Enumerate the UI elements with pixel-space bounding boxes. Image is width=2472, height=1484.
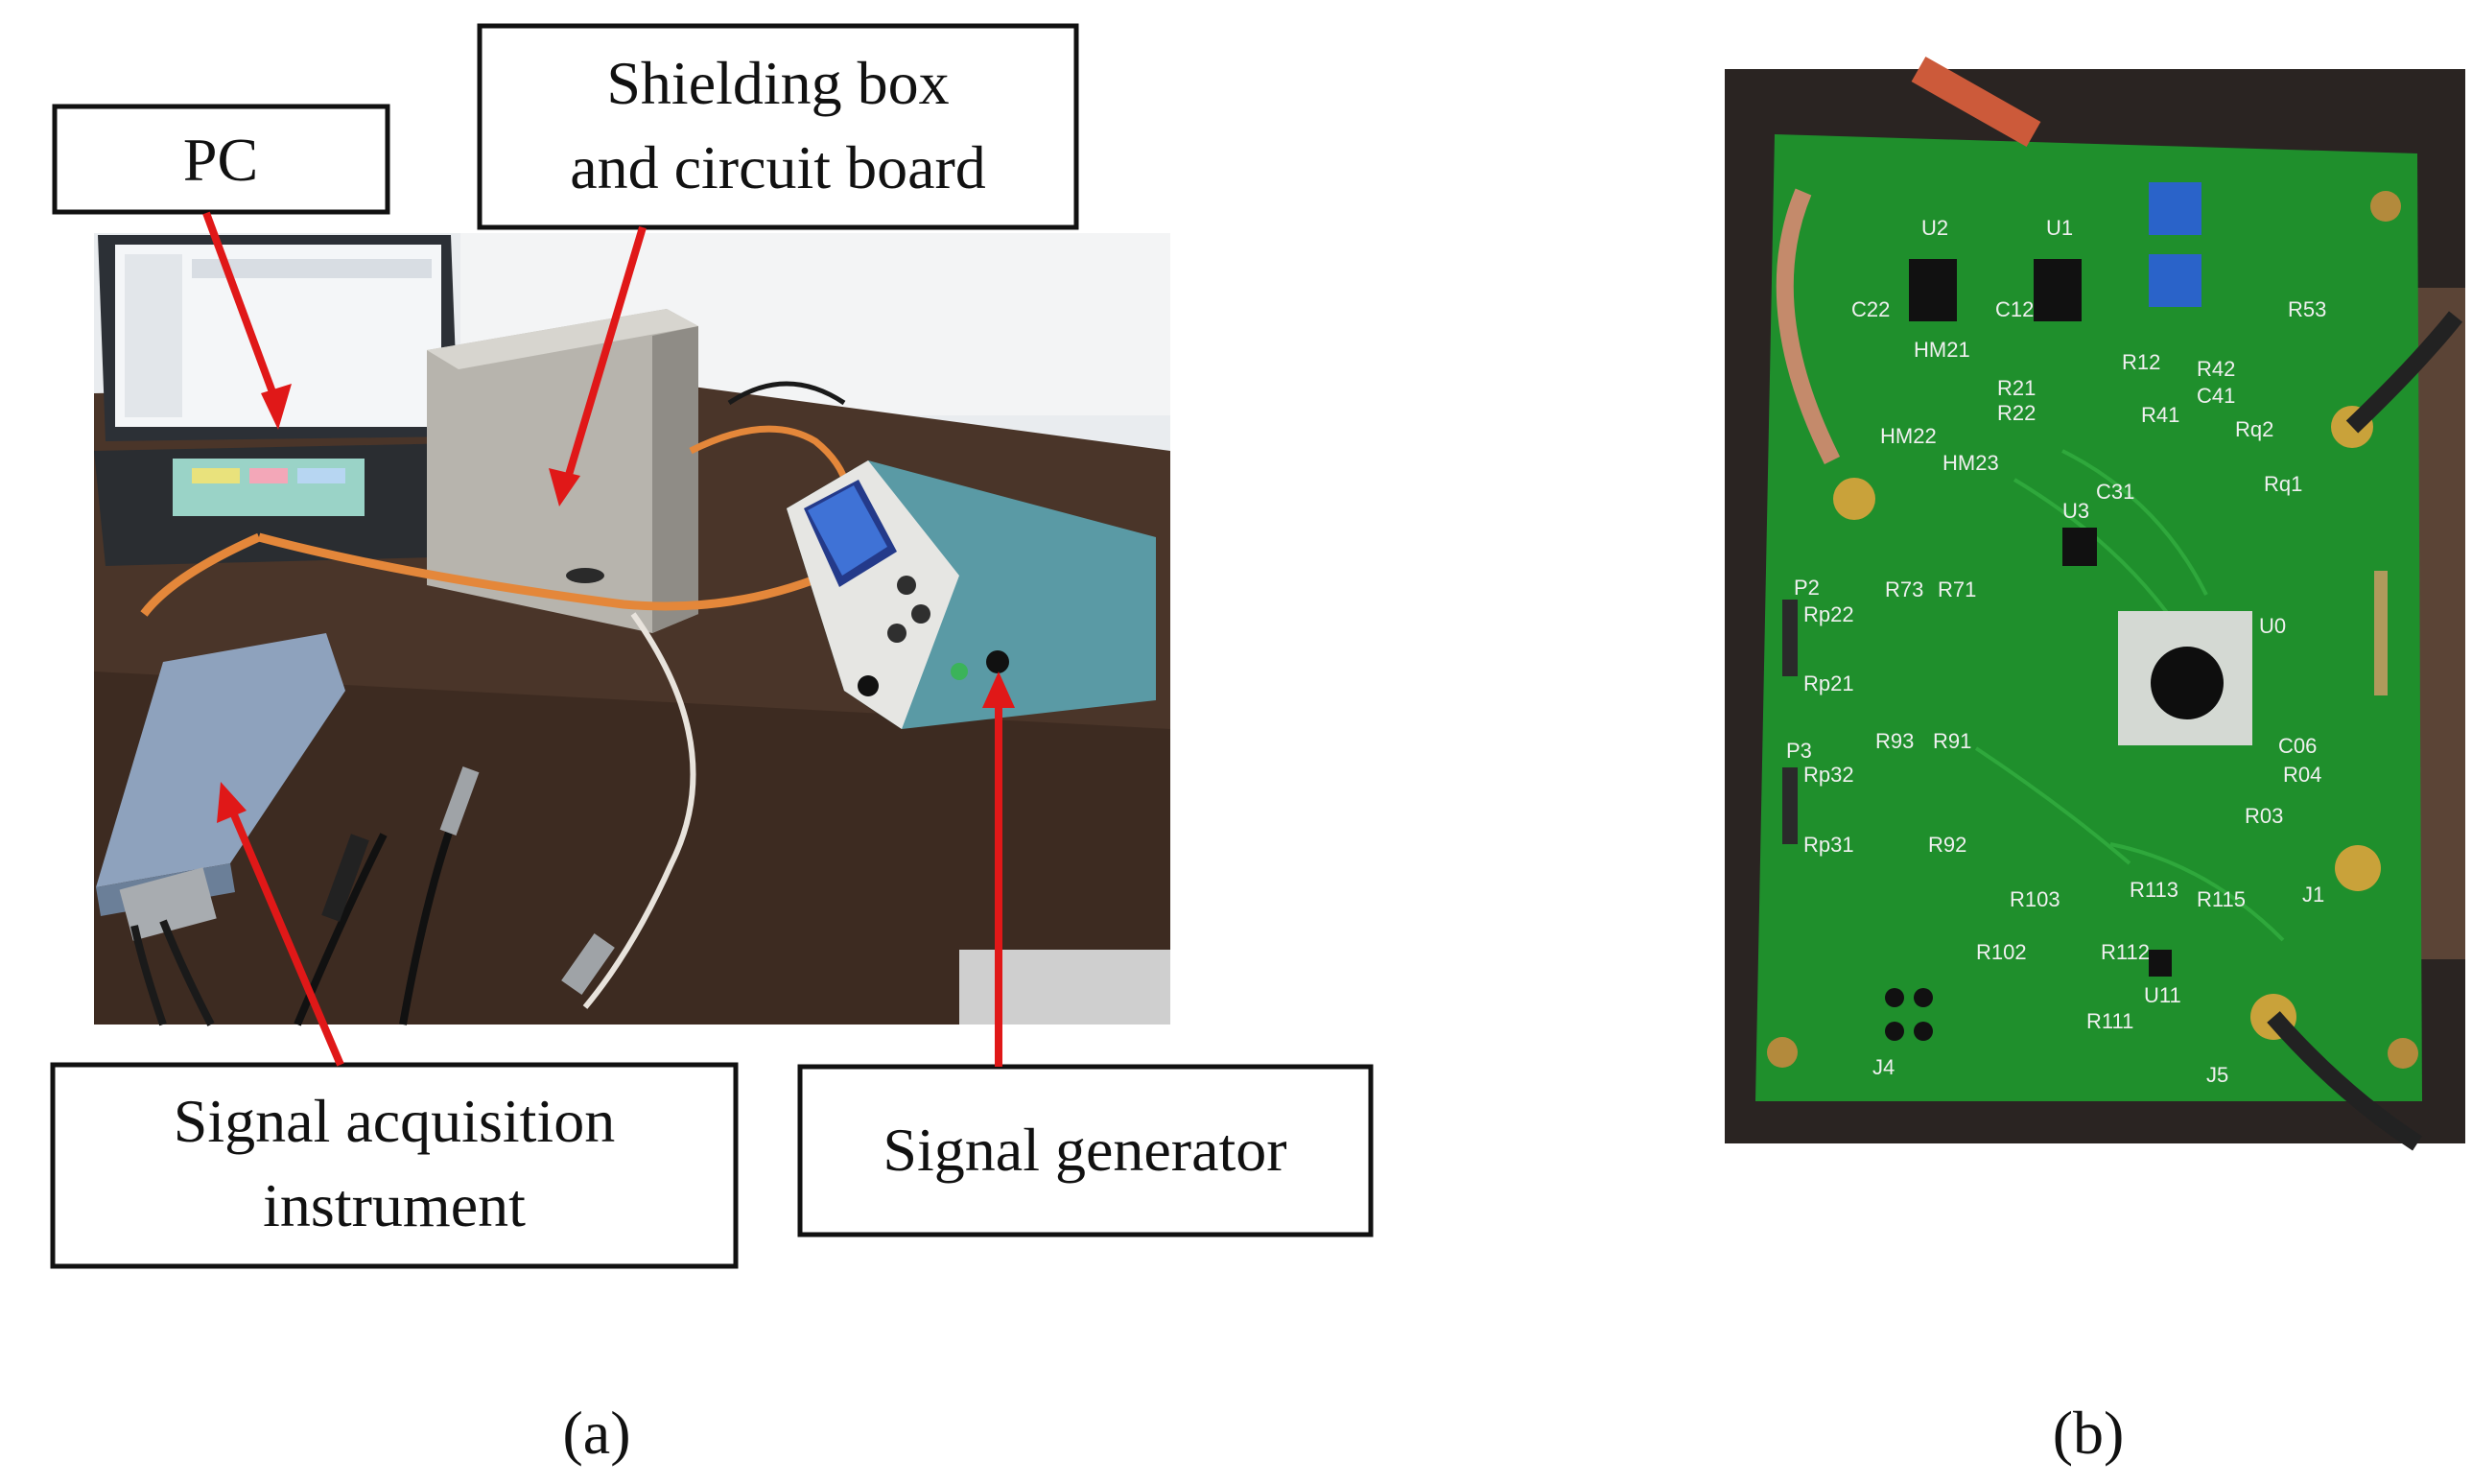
callout-signal-acquisition: Signal acquisition instrument	[50, 1062, 739, 1269]
pcb-label-r53: R53	[2288, 297, 2326, 321]
pcb-label-c31: C31	[2096, 480, 2134, 504]
pcb-label-rp21: Rp21	[1803, 671, 1854, 695]
pcb-label-r93: R93	[1875, 729, 1914, 753]
pcb-label-hm21: HM21	[1914, 338, 1970, 362]
arrow-to-pc-head	[261, 384, 292, 430]
pcb-label-u3: U3	[2062, 499, 2089, 523]
pcb-label-p2: P2	[1794, 576, 1820, 600]
pcb-label-rq2: Rq2	[2235, 417, 2273, 441]
caption-a: (a)	[562, 1399, 630, 1467]
callout-signal-acquisition-line2: instrument	[263, 1171, 526, 1239]
callout-pc-text: PC	[183, 126, 258, 194]
arrow-to-acquisition-head	[217, 782, 247, 823]
pcb-label-r112: R112	[2101, 940, 2150, 964]
pcb-label-j1: J1	[2302, 883, 2324, 907]
pcb-label-c22: C22	[1851, 297, 1890, 321]
pcb-label-c12: C12	[1995, 297, 2034, 321]
arrow-to-generator-head	[982, 671, 1015, 708]
laptop-pc	[94, 235, 470, 566]
callout-shielding-box: Shielding box and circuit board	[477, 23, 1079, 230]
pcb-label-rp22: Rp22	[1803, 602, 1854, 626]
callout-shielding-box-line1: Shielding box	[606, 49, 949, 117]
pcb-label-r41: R41	[2141, 403, 2179, 427]
pcb-label-rp32: Rp32	[1803, 763, 1854, 787]
pcb-label-r111: R111	[2086, 1009, 2133, 1033]
pcb-label-r04: R04	[2283, 763, 2321, 787]
pcb-label-r92: R92	[1928, 833, 1966, 857]
pcb-label-r113: R113	[2130, 878, 2178, 902]
pcb-label-r103: R103	[2010, 887, 2060, 911]
arrows	[202, 211, 1015, 1067]
caption-b: (b)	[2053, 1399, 2125, 1467]
pcb-label-r22: R22	[1997, 401, 2036, 425]
pcb-label-r73: R73	[1885, 577, 1923, 601]
pcb-label-p3: P3	[1786, 739, 1812, 763]
pcb-label-u11: U11	[2144, 983, 2181, 1007]
arrow-to-shielding-box-head	[549, 468, 580, 506]
signal-generator	[787, 460, 1156, 729]
callout-pc: PC	[52, 104, 390, 215]
pcb-label-u0: U0	[2259, 614, 2286, 638]
pcb-label-hm22: HM22	[1880, 424, 1937, 448]
callout-signal-acquisition-line1: Signal acquisition	[174, 1087, 615, 1155]
callout-signal-generator-text: Signal generator	[883, 1116, 1286, 1184]
pcb-board	[1755, 134, 2422, 1101]
pcb-label-r102: R102	[1976, 940, 2027, 964]
pcb-photo: U2 U1 C22 C12 HM21 HM22 R21 R22 HM23 R41…	[1725, 56, 2465, 1151]
arrow-to-pc	[202, 211, 282, 410]
pcb-label-j4: J4	[1872, 1055, 1895, 1079]
pcb-label-r21: R21	[1997, 376, 2036, 400]
pcb-label-r91: R91	[1933, 729, 1971, 753]
arrow-to-shielding-box	[562, 225, 647, 486]
pcb-label-rp31: Rp31	[1803, 833, 1854, 857]
pcb-label-r03: R03	[2245, 804, 2283, 828]
pcb-label-c41: C41	[2197, 384, 2235, 408]
shielding-box	[427, 309, 698, 633]
callout-shielding-box-line2: and circuit board	[570, 133, 986, 201]
pcb-label-u1: U1	[2046, 216, 2073, 240]
pcb-label-r12: R12	[2122, 350, 2160, 374]
pcb-label-u2: U2	[1921, 216, 1948, 240]
pcb-label-r42: R42	[2197, 357, 2235, 381]
panel-a: PC Shielding box and circuit board Signa…	[50, 23, 1374, 1467]
pcb-label-j5: J5	[2206, 1063, 2228, 1087]
pcb-label-hm23: HM23	[1942, 451, 1999, 475]
pcb-label-c06: C06	[2278, 734, 2317, 758]
pcb-label-rq1: Rq1	[2264, 472, 2302, 496]
signal-acquisition-instrument	[96, 633, 345, 1026]
callout-signal-generator: Signal generator	[797, 1064, 1374, 1237]
lab-photo	[94, 233, 1170, 1026]
panel-b: U2 U1 C22 C12 HM21 HM22 R21 R22 HM23 R41…	[1725, 56, 2465, 1467]
arrow-to-acquisition	[226, 804, 344, 1067]
pcb-label-r115: R115	[2197, 887, 2246, 911]
pcb-label-r71: R71	[1938, 577, 1976, 601]
